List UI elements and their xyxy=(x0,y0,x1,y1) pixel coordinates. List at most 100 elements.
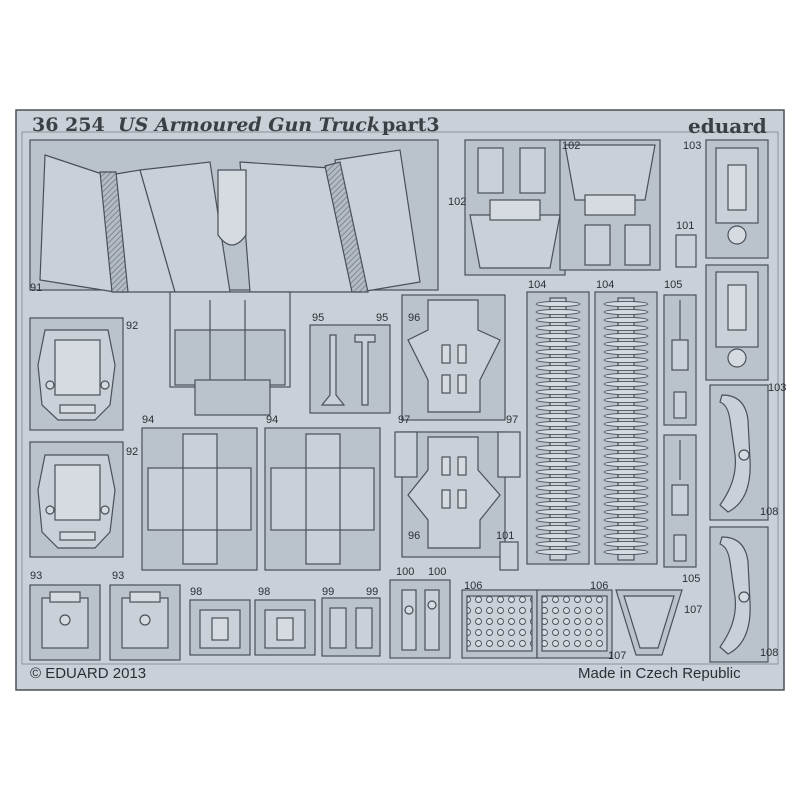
part-number-103a: 103 xyxy=(683,140,702,152)
part-100 xyxy=(389,579,451,659)
comb-tooth xyxy=(535,436,581,444)
comb-tooth xyxy=(603,452,649,460)
part-number-94b: 94 xyxy=(266,414,279,426)
comb-tooth xyxy=(535,308,581,316)
comb-tooth xyxy=(603,484,649,492)
comb-tooth xyxy=(603,332,649,340)
part-number-98b: 98 xyxy=(258,586,271,598)
part-101-bottom xyxy=(499,541,519,571)
part-number-92b: 92 xyxy=(126,446,139,458)
part-number-95a: 95 xyxy=(312,312,325,324)
comb-tooth xyxy=(603,316,649,324)
kit-title: US Armoured Gun Truck xyxy=(118,114,380,136)
comb-tooth xyxy=(535,452,581,460)
comb-tooth xyxy=(603,500,649,508)
comb-tooth xyxy=(603,348,649,356)
kit-title-text: US Armoured Gun Truck xyxy=(118,114,381,136)
comb-tooth xyxy=(535,492,581,500)
part-number-98a: 98 xyxy=(190,586,203,598)
comb-tooth xyxy=(603,364,649,372)
part-number-100a: 100 xyxy=(396,566,415,578)
comb-tooth xyxy=(603,436,649,444)
comb-tooth xyxy=(535,500,581,508)
comb-tooth xyxy=(603,388,649,396)
comb-tooth xyxy=(535,404,581,412)
part-number-105a: 105 xyxy=(664,279,683,291)
brand-logo: eduard xyxy=(688,114,767,138)
kit-part: part3 xyxy=(382,114,440,136)
comb-tooth xyxy=(603,380,649,388)
part-number-108a: 108 xyxy=(760,506,779,518)
comb-tooth xyxy=(535,420,581,428)
comb-tooth xyxy=(535,372,581,380)
part-107 xyxy=(615,589,683,656)
part-number-100b: 100 xyxy=(428,566,447,578)
comb-tooth xyxy=(603,428,649,436)
comb-tooth xyxy=(535,300,581,308)
part-number-96a: 96 xyxy=(408,312,421,324)
part-92-plate-bottom xyxy=(29,441,124,558)
comb-tooth xyxy=(603,468,649,476)
comb-tooth xyxy=(535,444,581,452)
comb-tooth xyxy=(535,348,581,356)
comb-tooth xyxy=(603,356,649,364)
kit-number: 36 254 xyxy=(32,114,105,136)
comb-tooth xyxy=(535,468,581,476)
comb-tooth xyxy=(535,316,581,324)
part-104-left xyxy=(526,291,590,565)
comb-tooth xyxy=(603,460,649,468)
part-96-bottom xyxy=(401,431,506,558)
comb-tooth xyxy=(603,444,649,452)
part-101-top xyxy=(675,234,697,268)
comb-tooth xyxy=(535,508,581,516)
comb-tooth xyxy=(603,412,649,420)
part-98-left xyxy=(189,599,251,656)
part-number-105b: 105 xyxy=(682,573,701,585)
part-number-101a: 101 xyxy=(676,220,695,232)
comb-tooth xyxy=(535,380,581,388)
comb-tooth xyxy=(535,548,581,556)
part-106-left xyxy=(461,589,538,659)
part-102-right xyxy=(559,139,661,271)
part-98-right xyxy=(254,599,316,656)
part-91-armour-plate xyxy=(29,139,439,416)
comb-tooth xyxy=(535,332,581,340)
part-96-top xyxy=(401,294,506,421)
fret-inner-border xyxy=(21,131,779,665)
comb-tooth xyxy=(603,396,649,404)
comb-tooth xyxy=(603,524,649,532)
part-number-91: 91 xyxy=(30,282,43,294)
part-number-97b: 97 xyxy=(506,414,519,426)
part-103-top xyxy=(705,139,769,259)
part-number-94a: 94 xyxy=(142,414,155,426)
part-number-107b: 107 xyxy=(608,650,627,662)
part-number-95b: 95 xyxy=(376,312,389,324)
comb-tooth xyxy=(603,420,649,428)
part-number-93b: 93 xyxy=(112,570,125,582)
part-number-104a: 104 xyxy=(528,279,547,291)
comb-tooth xyxy=(535,460,581,468)
comb-tooth xyxy=(603,404,649,412)
comb-tooth xyxy=(535,412,581,420)
part-95-tools xyxy=(309,324,391,414)
comb-tooth xyxy=(603,340,649,348)
comb-tooth xyxy=(535,540,581,548)
comb-tooth xyxy=(603,308,649,316)
comb-tooth xyxy=(535,356,581,364)
part-number-97a: 97 xyxy=(398,414,411,426)
part-104-right xyxy=(594,291,658,565)
part-97-left xyxy=(394,431,418,478)
copyright-text: © EDUARD 2013 xyxy=(30,665,147,682)
comb-tooth xyxy=(603,492,649,500)
part-number-93a: 93 xyxy=(30,570,43,582)
comb-tooth xyxy=(535,484,581,492)
part-92-plate-top xyxy=(29,317,124,431)
part-number-106a: 106 xyxy=(464,580,483,592)
comb-tooth xyxy=(603,540,649,548)
part-number-96b: 96 xyxy=(408,530,421,542)
part-99 xyxy=(321,597,381,657)
comb-tooth xyxy=(603,372,649,380)
comb-tooth xyxy=(535,516,581,524)
part-94-cross-left xyxy=(141,427,258,571)
